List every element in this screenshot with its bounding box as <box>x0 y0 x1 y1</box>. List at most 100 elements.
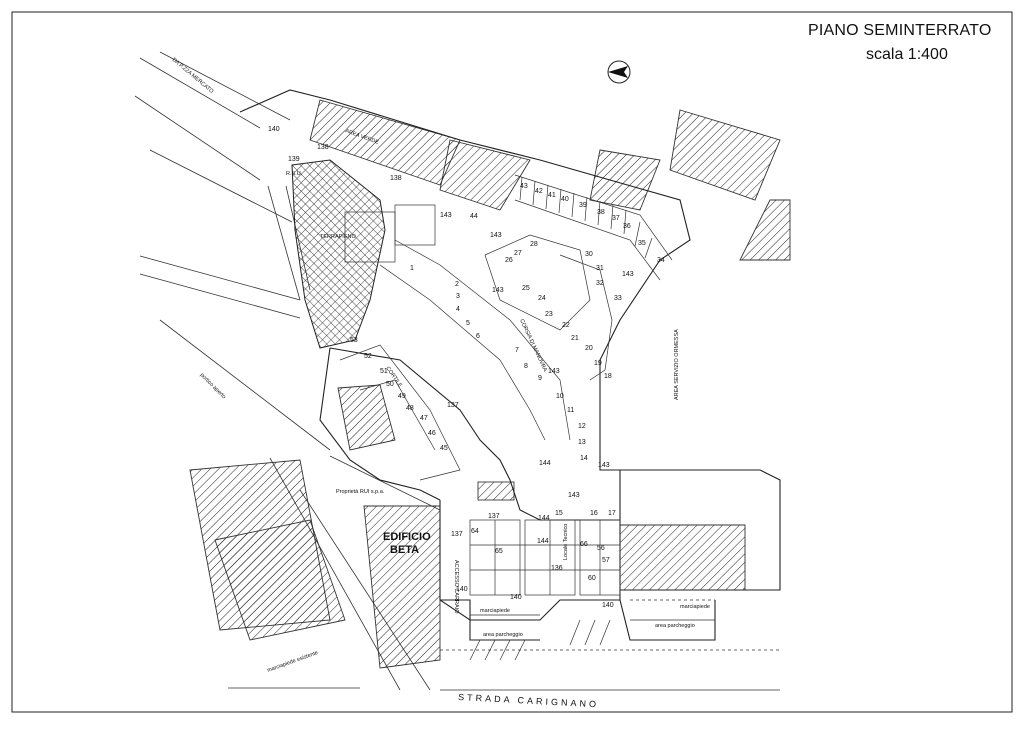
space-number: 143 <box>622 271 634 278</box>
space-number: 53 <box>350 337 358 344</box>
space-number: 137 <box>447 402 459 409</box>
space-number: 143 <box>490 232 502 239</box>
space-number: 140 <box>268 126 280 133</box>
space-number: 7 <box>515 347 519 354</box>
space-number: 66 <box>580 541 588 548</box>
building-label: EDIFICIO <box>383 531 431 543</box>
space-number: 1 <box>410 265 414 272</box>
space-number: 45 <box>440 445 448 452</box>
space-number: 18 <box>604 373 612 380</box>
space-number: 22 <box>562 322 570 329</box>
external-buildings <box>189 99 791 669</box>
space-number: 10 <box>556 393 564 400</box>
space-number: 64 <box>471 528 479 535</box>
plan-title: PIANO SEMINTERRATO <box>808 22 992 39</box>
space-number: 27 <box>514 250 522 257</box>
space-number: 137 <box>488 513 500 520</box>
marciapiede-esistente-label: marciapiede esistente <box>267 650 319 674</box>
space-number: 144 <box>539 460 551 467</box>
rsu-label: R.S.U. <box>286 171 303 177</box>
space-number: 51 <box>380 368 388 375</box>
space-number: 46 <box>428 430 436 437</box>
space-number: 3 <box>456 293 460 300</box>
space-number: 6 <box>476 333 480 340</box>
space-number: 15 <box>555 510 563 517</box>
misc-numbers: 1401391381381371371371401401401441441444… <box>268 126 614 609</box>
area-servizio-label: AREA SERVIZIO ORMESSA <box>674 329 680 400</box>
space-number: 9 <box>538 375 542 382</box>
space-number: 50 <box>386 381 394 388</box>
space-number: 40 <box>561 196 569 203</box>
space-number: 13 <box>578 439 586 446</box>
space-number: 140 <box>456 586 468 593</box>
space-number: 60 <box>588 575 596 582</box>
vehicle-ramp <box>477 481 515 501</box>
space-number: 24 <box>538 295 546 302</box>
space-number: 42 <box>535 188 543 195</box>
space-number: 26 <box>505 257 513 264</box>
space-number: 47 <box>420 415 428 422</box>
drawing-border <box>11 11 1013 713</box>
area-parcheggio-label-1: area parcheggio <box>483 632 523 638</box>
space-number: 37 <box>612 215 620 222</box>
corsia-label: CORSIA DI MANOVRA <box>518 318 548 373</box>
ramp-area <box>291 159 386 349</box>
accesso-carraio-label: ACCESSO CARRAIO <box>453 560 459 614</box>
space-number: 38 <box>597 209 605 216</box>
spaces-bottom-block: 15 16 17 56 57 60 64 65 66 <box>471 510 616 582</box>
space-number: 17 <box>608 510 616 517</box>
space-number: 33 <box>614 295 622 302</box>
space-number: 138 <box>390 175 402 182</box>
space-number: 41 <box>548 192 556 199</box>
space-number: 143 <box>492 287 504 294</box>
space-number: 8 <box>524 363 528 370</box>
space-number: 32 <box>596 280 604 287</box>
space-number: 30 <box>585 251 593 258</box>
space-number: 137 <box>451 531 463 538</box>
space-number: 28 <box>530 241 538 248</box>
space-number: 43 <box>520 183 528 190</box>
space-number: 34 <box>657 257 665 264</box>
space-number: 14 <box>580 455 588 462</box>
space-number: 11 <box>567 407 574 414</box>
street-top-label: DA P.ZZA MERCATO <box>171 57 215 95</box>
space-number: 49 <box>398 393 406 400</box>
space-number: 144 <box>537 538 549 545</box>
space-number: 35 <box>638 240 646 247</box>
space-number: 16 <box>590 510 598 517</box>
space-number: 21 <box>571 335 579 342</box>
area-parcheggio-label-2: area parcheggio <box>655 623 695 629</box>
space-number: 143 <box>548 368 560 375</box>
plan-scale: scala 1:400 <box>866 46 948 63</box>
space-number: 4 <box>456 306 460 313</box>
space-number: 140 <box>510 594 522 601</box>
space-number: 139 <box>288 156 300 163</box>
space-number: 52 <box>364 353 372 360</box>
space-number: 56 <box>597 545 605 552</box>
space-number: 12 <box>578 423 586 430</box>
space-number: 65 <box>495 548 503 555</box>
space-number: 39 <box>579 202 587 209</box>
space-number: 44 <box>470 213 478 220</box>
space-number: 48 <box>406 405 414 412</box>
space-number: 20 <box>585 345 593 352</box>
space-number: 36 <box>623 223 631 230</box>
north-arrow-icon <box>607 60 631 84</box>
marciapiede-label-2: marciapiede <box>680 604 710 610</box>
space-number: 136 <box>551 565 563 572</box>
space-number: 143 <box>598 462 610 469</box>
space-number: 57 <box>602 557 610 564</box>
space-number: 143 <box>568 492 580 499</box>
space-number: 2 <box>455 281 459 288</box>
space-number: 143 <box>440 212 452 219</box>
proprieta-label: Proprietà RUI s.p.a. <box>336 489 385 495</box>
marciapiede-label-1: marciapiede <box>480 608 510 614</box>
building-label-2: BETA <box>390 544 419 556</box>
